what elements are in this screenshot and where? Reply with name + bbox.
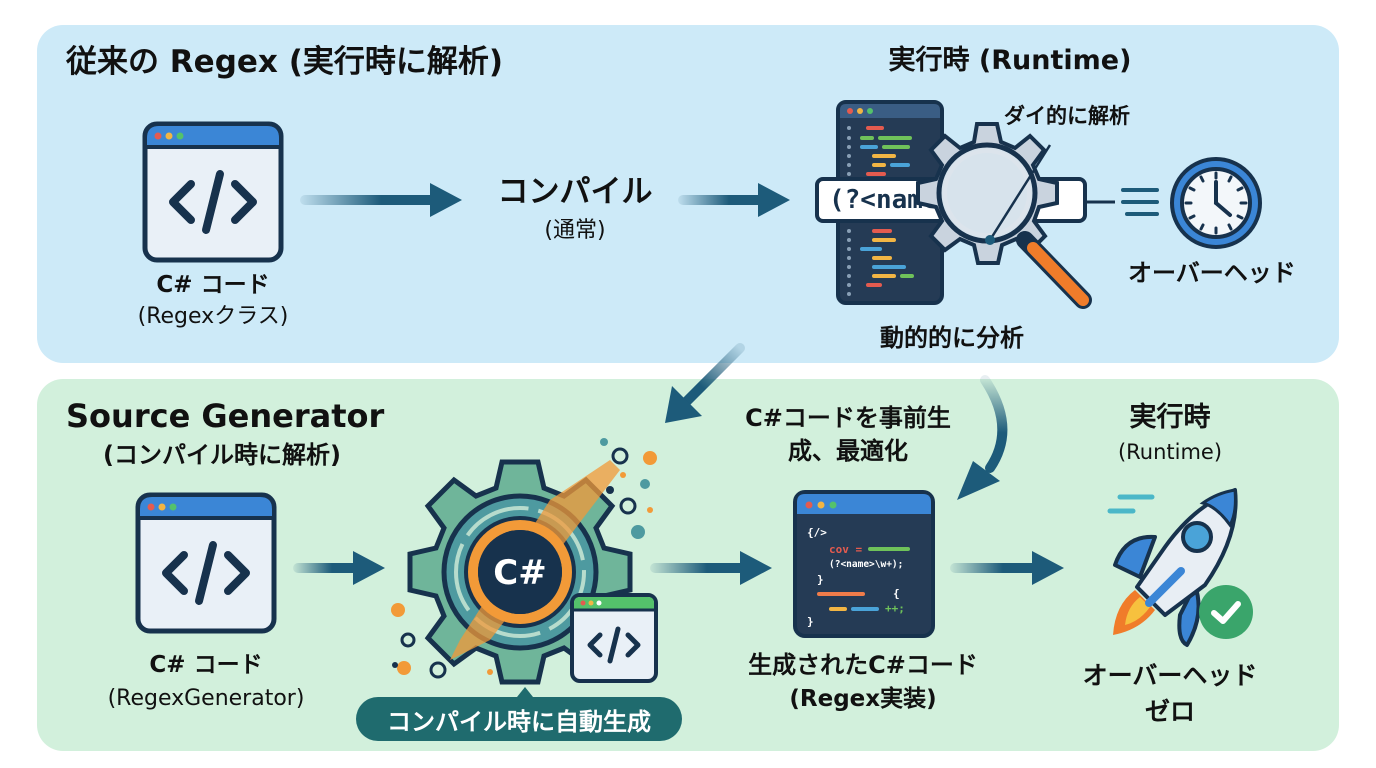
code-line: cov = xyxy=(829,543,862,556)
runtime-title: 実行時 (Runtime) xyxy=(888,45,1132,76)
source-sublabel: (Regexクラス) xyxy=(137,304,289,329)
gear-magnifier-icon xyxy=(916,122,1092,309)
code-line: (?<name>\w+); xyxy=(829,559,903,570)
pre-generate-note-line2: 成、最適化 xyxy=(788,437,908,465)
speed-lines xyxy=(1085,188,1159,216)
source-generator-title: Source Generator xyxy=(66,397,385,435)
zero-overhead-line2: ゼロ xyxy=(1144,697,1195,726)
check-icon xyxy=(1199,585,1253,639)
arrow-to-runtime-rocket xyxy=(950,551,1064,585)
compile-label: コンパイル xyxy=(497,174,653,210)
runtime-rocket-subtitle: (Runtime) xyxy=(1117,440,1223,464)
arrow-down-left xyxy=(665,343,745,423)
compile-sublabel: (通常) xyxy=(544,218,606,243)
code-line: } xyxy=(817,573,824,586)
code-window-icon xyxy=(138,495,274,631)
arrow-curved-down xyxy=(957,375,1008,500)
code-line: {/> xyxy=(807,526,827,539)
generated-code-label: 生成されたC#コード xyxy=(748,651,978,679)
source-generator-subtitle: (コンパイル時に解析) xyxy=(103,441,341,469)
traditional-regex-title: 従来の Regex (実行時に解析) xyxy=(66,44,504,80)
callout-pointer xyxy=(985,144,1052,245)
arrow-to-generator xyxy=(293,551,385,585)
generated-code-sublabel: (Regex実装) xyxy=(789,686,937,712)
compile-time-auto-generate-badge: コンパイル時に自動生成 xyxy=(356,687,682,741)
code-line: ++; xyxy=(885,602,905,615)
generated-code-window: {/> cov = (?<name>\w+); } { ++; } xyxy=(793,490,935,638)
generated-code-mini-window xyxy=(570,593,658,683)
callout-label: ダイ的に解析 xyxy=(1004,104,1130,128)
gear-csharp-text: C# xyxy=(493,553,546,593)
generator-source-sublabel: (RegexGenerator) xyxy=(107,686,305,711)
arrow-to-runtime xyxy=(678,183,790,217)
overhead-label: オーバーヘッド xyxy=(1128,259,1296,287)
code-line: } xyxy=(807,615,814,628)
rocket-icon xyxy=(1107,488,1238,647)
pre-generate-note-line1: C#コードを事前生 xyxy=(745,404,951,432)
generator-source-label: C# コード xyxy=(149,652,263,678)
source-label: C# コード xyxy=(156,272,270,298)
runtime-caption: 動的的に分析 xyxy=(880,324,1024,352)
zero-overhead-line1: オーバーヘッド xyxy=(1082,661,1258,690)
runtime-rocket-title: 実行時 xyxy=(1129,402,1211,433)
arrow-to-generated-code xyxy=(650,551,772,585)
arrow-to-compile xyxy=(300,183,462,217)
code-window-icon xyxy=(145,124,281,260)
clock-icon xyxy=(1170,157,1262,249)
code-line: { xyxy=(893,587,900,600)
